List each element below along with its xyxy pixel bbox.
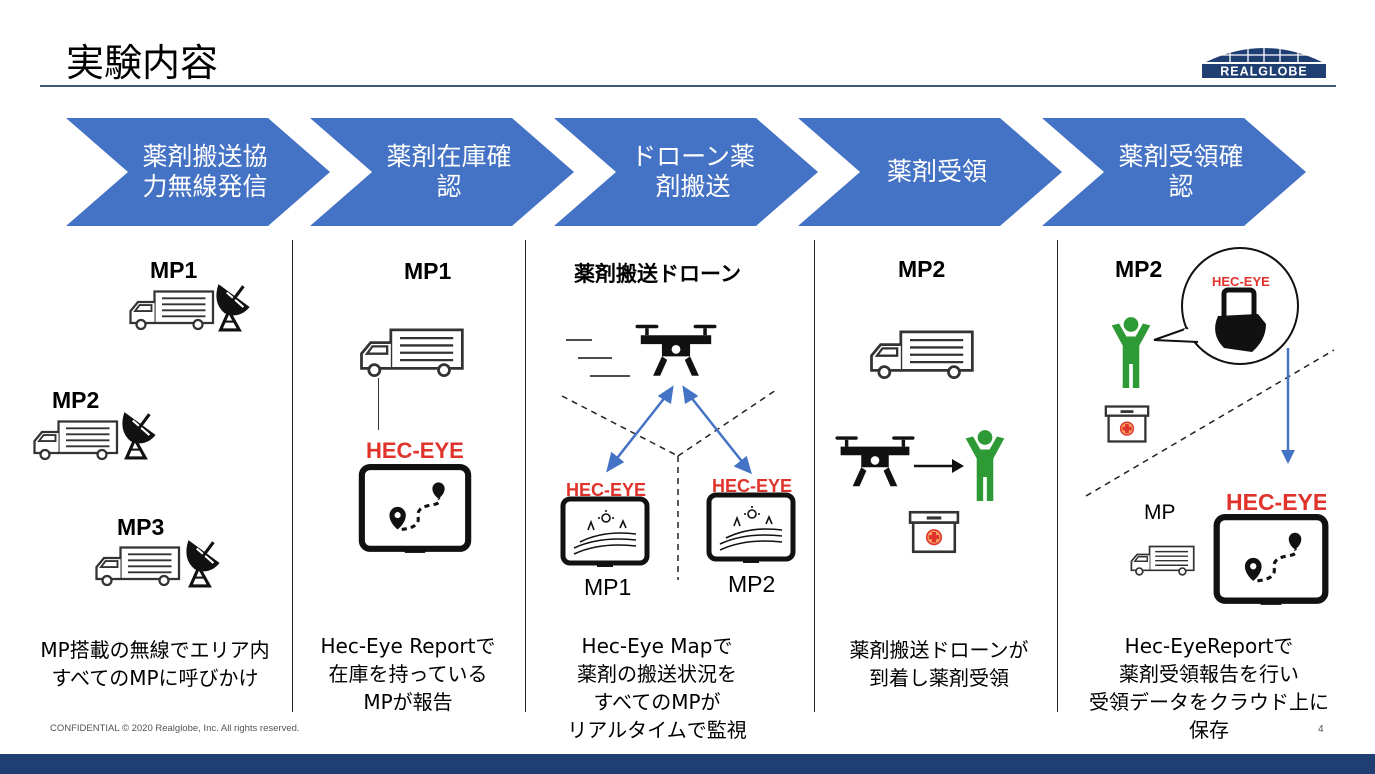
- chevron-step-5: [1042, 118, 1306, 226]
- column-divider: [1057, 240, 1058, 712]
- medicine-box-icon: [908, 510, 960, 554]
- realglobe-logo: REALGLOBE: [1200, 40, 1328, 80]
- step5-description: Hec-EyeReportで 薬剤受領報告を行い 受領データをクラウド上に 保存: [1089, 634, 1329, 742]
- person-icon: [962, 428, 1008, 504]
- svg-text:HEC-EYE: HEC-EYE: [366, 438, 464, 463]
- svg-text:HEC-EYE: HEC-EYE: [566, 480, 646, 500]
- column-divider: [814, 240, 815, 712]
- svg-text:REALGLOBE: REALGLOBE: [1220, 65, 1307, 79]
- truck-icon: [126, 284, 216, 332]
- speed-lines-icon: [566, 339, 630, 377]
- truck-icon: [866, 320, 976, 384]
- satellite-dish-icon: [212, 280, 254, 332]
- step4-description: 薬剤搬送ドローンが 到着し薬剤受領: [849, 638, 1029, 690]
- chevron-step-4: [798, 118, 1062, 226]
- truck-icon: [1128, 540, 1196, 578]
- footer-bar: [0, 754, 1375, 774]
- hec-eye-logo: HEC-EYE: [1226, 489, 1326, 515]
- drone-icon: [632, 320, 720, 384]
- mp2-label: MP2: [728, 571, 776, 597]
- mp1-label: MP1: [404, 258, 452, 284]
- mp2-label: MP2: [898, 256, 946, 282]
- step-label-5: 薬剤受領確 認: [1118, 142, 1244, 201]
- truck-icon: [356, 318, 466, 382]
- satellite-dish-icon: [182, 536, 224, 588]
- mp-label: MP: [1144, 501, 1176, 524]
- hec-eye-logo: HEC-EYE: [712, 476, 792, 496]
- column-divider: [525, 240, 526, 712]
- step1-description: MP搭載の無線でエリア内 すべてのMPに呼びかけ: [40, 638, 270, 690]
- mp2-label: MP2: [1115, 256, 1163, 282]
- step-label-2: 薬剤在庫確 認: [386, 142, 512, 201]
- hec-eye-logo: HEC-EYE: [566, 480, 646, 500]
- hec-eye-logo: HEC-EYE: [366, 438, 464, 463]
- step-label-1: 薬剤搬送協 力無線発信: [142, 142, 268, 201]
- dashed-boundary: [561, 389, 777, 580]
- step-label-3: ドローン薬 剤搬送: [631, 142, 755, 201]
- page-number: 4: [1318, 724, 1324, 735]
- chevron-step-1: [66, 118, 330, 226]
- chevron-step-2: [310, 118, 574, 226]
- confidential-footer: CONFIDENTIAL © 2020 Realglobe, Inc. All …: [50, 723, 300, 734]
- truck-icon: [30, 414, 120, 462]
- page-title: 実験内容: [66, 41, 219, 85]
- step-label-4: 薬剤受領: [886, 157, 987, 186]
- signal-arrows: [606, 385, 752, 475]
- process-chevrons: [66, 118, 1306, 226]
- connector-line: [378, 378, 379, 430]
- step2-description: Hec-Eye Reportで 在庫を持っている MPが報告: [320, 634, 496, 714]
- tablet-map-icon: [1212, 514, 1330, 608]
- svg-text:HEC-EYE: HEC-EYE: [1212, 274, 1270, 289]
- mp1-label: MP1: [150, 257, 198, 283]
- drone-monitoring-diagram: [561, 339, 777, 580]
- drone-icon: [832, 432, 918, 494]
- drone-heading: 薬剤搬送ドローン: [574, 263, 741, 286]
- phone-speech-bubble: HEC-EYE: [1153, 247, 1299, 365]
- tablet-field-icon: [560, 496, 650, 570]
- step3-description: Hec-Eye Mapで 薬剤の搬送状況を すべてのMPが リアルタイムで監視: [567, 634, 747, 742]
- mp3-label: MP3: [117, 514, 165, 540]
- truck-icon: [92, 540, 182, 588]
- mp1-label: MP1: [584, 574, 632, 600]
- svg-text:HEC-EYE: HEC-EYE: [712, 476, 792, 496]
- title-underline: [40, 85, 1336, 87]
- cloud-boundary: [1085, 348, 1335, 497]
- column-divider: [292, 240, 293, 712]
- svg-text:HEC-EYE: HEC-EYE: [1226, 489, 1326, 515]
- satellite-dish-icon: [118, 408, 160, 460]
- mp2-label: MP2: [52, 387, 100, 413]
- tablet-map-icon: [358, 464, 472, 556]
- chevron-step-3: [554, 118, 818, 226]
- tablet-field-icon: [706, 492, 796, 566]
- arrow-right-icon: [914, 459, 964, 473]
